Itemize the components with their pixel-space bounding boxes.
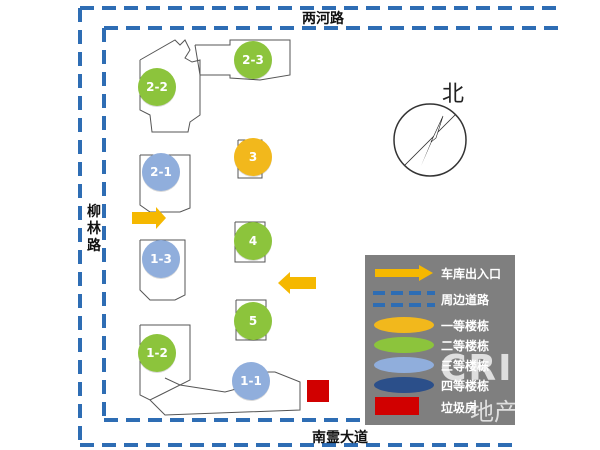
building-3[interactable]: 3: [234, 138, 272, 176]
watermark-text: 地产测评: [470, 398, 566, 426]
legend-label: 三等楼栋: [441, 359, 490, 373]
legend-item-garage: 车库出入口: [365, 263, 515, 283]
building-label: 2-1: [150, 165, 172, 179]
building-4[interactable]: 4: [234, 222, 272, 260]
legend-label: 周边道路: [441, 293, 490, 307]
ellipse-icon: [374, 317, 434, 333]
legend-item-grade3: 三等楼栋: [365, 355, 515, 375]
road-label-bottom: 南霊大道: [312, 430, 368, 446]
ellipse-icon: [374, 357, 434, 373]
legend-label: 车库出入口: [441, 267, 502, 281]
legend-label: 垃圾房: [441, 401, 478, 415]
garage-arrow-west: [132, 207, 166, 229]
legend-item-trash: 垃圾房: [365, 397, 515, 417]
building-2-1[interactable]: 2-1: [142, 153, 180, 191]
building-label: 4: [248, 234, 258, 248]
compass-north-label: 北: [442, 82, 465, 107]
legend-item-road: 周边道路: [365, 289, 515, 309]
garage-entrances: [132, 207, 316, 294]
perimeter-roads: [78, 6, 560, 447]
trash-room-icon: [375, 397, 419, 415]
road-label-left: 柳林路: [87, 204, 101, 254]
building-label: 2-2: [146, 80, 168, 94]
ellipse-icon: [374, 377, 434, 393]
road-label-top: 两河路: [302, 11, 344, 27]
building-1-2[interactable]: 1-2: [138, 334, 176, 372]
building-1-3[interactable]: 1-3: [142, 240, 180, 278]
legend-item-grade4: 四等楼栋: [365, 375, 515, 395]
building-2-3[interactable]: 2-3: [234, 41, 272, 79]
building-label: 1-3: [150, 252, 172, 266]
compass: [393, 103, 467, 177]
building-label: 2-3: [242, 53, 264, 67]
legend-label: 四等楼栋: [441, 379, 490, 393]
legend-item-grade1: 一等楼栋: [365, 315, 515, 335]
legend-item-grade2: 二等楼栋: [365, 335, 515, 355]
building-2-2[interactable]: 2-2: [138, 68, 176, 106]
legend: 车库出入口 周边道路 一等楼栋 二等楼栋 三等楼栋 四等楼栋: [365, 255, 515, 425]
garage-arrow-east: [278, 272, 316, 294]
building-5[interactable]: 5: [234, 302, 272, 340]
building-label: 3: [248, 150, 258, 164]
ellipse-icon: [374, 337, 434, 353]
road-dash-icon: [373, 291, 435, 307]
building-1-1[interactable]: 1-1: [232, 362, 270, 400]
building-label: 1-1: [240, 374, 262, 388]
trash-room: [307, 380, 329, 402]
legend-label: 二等楼栋: [441, 339, 490, 353]
watermark-logo: CRIC: [440, 348, 542, 389]
garage-arrow-icon: [375, 265, 433, 281]
building-label: 1-2: [146, 346, 168, 360]
legend-label: 一等楼栋: [441, 319, 490, 333]
building-label: 5: [248, 314, 258, 328]
